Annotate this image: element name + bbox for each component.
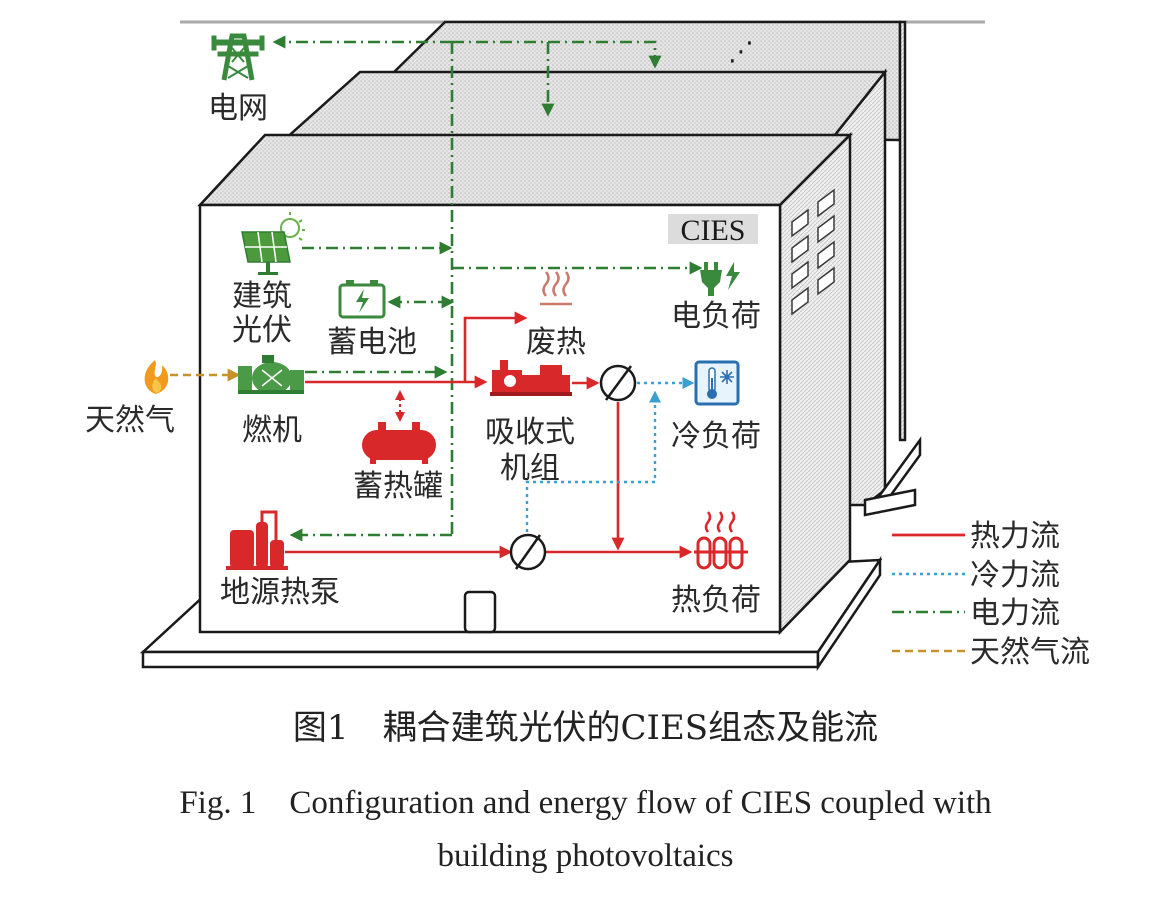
grid-label: 电网 xyxy=(208,91,268,126)
flame-icon xyxy=(144,360,169,394)
waste-heat-label: 废热 xyxy=(526,325,586,360)
valve-ground xyxy=(509,533,547,571)
legend-heat-label: 热力流 xyxy=(970,519,1060,554)
solar-panel-icon xyxy=(241,212,305,275)
heat-load-icon xyxy=(694,511,748,570)
battery-label: 蓄电池 xyxy=(327,325,417,360)
gas-label: 天然气 xyxy=(85,403,175,438)
electric-load-icon xyxy=(700,262,740,296)
heat-storage-label: 蓄热罐 xyxy=(353,469,443,504)
pv-label-line1: 建筑 xyxy=(232,279,292,314)
cold-load-label: 冷负荷 xyxy=(671,419,761,454)
ground-pump-label: 地源热泵 xyxy=(220,575,340,610)
electric-flows xyxy=(272,35,703,542)
grid-tower-icon xyxy=(211,33,265,81)
heat-flows xyxy=(285,311,693,559)
absorption-label-line1: 吸收式 xyxy=(485,415,575,450)
caption-cn: 图1 耦合建筑光伏的CIES组态及能流 xyxy=(292,708,879,748)
cold-flows xyxy=(525,377,695,532)
absorption-label-line2: 机组 xyxy=(500,451,560,486)
cold-load-icon xyxy=(694,360,740,406)
legend-gas-label: 天然气流 xyxy=(970,635,1090,670)
electric-load-label: 电负荷 xyxy=(671,299,761,334)
door xyxy=(463,590,497,634)
turbine-label: 燃机 xyxy=(242,413,302,448)
valve-absorption xyxy=(599,364,637,402)
cies-tag: CIES xyxy=(680,214,745,247)
legend-electric-label: 电力流 xyxy=(970,596,1060,631)
more-buildings-marker: ⋰ xyxy=(728,37,754,67)
ground-heat-pump-icon xyxy=(226,510,288,570)
battery-icon xyxy=(338,280,386,319)
legend-cold-label: 冷力流 xyxy=(970,558,1060,593)
heat-storage-tank-icon xyxy=(362,422,436,464)
legend: 热力流 冷力流 电力流 天然气流 xyxy=(892,519,1090,670)
cies-tag-bg xyxy=(668,214,758,244)
main-building xyxy=(197,131,854,636)
caption-en-line1: Fig. 1 Configuration and energy flow of … xyxy=(179,785,992,821)
absorption-chiller-icon xyxy=(490,360,572,396)
waste-heat-icon xyxy=(540,271,572,306)
cies-diagram: ⋰ CIES xyxy=(85,20,1090,672)
caption-en-line2: building photovoltaics xyxy=(437,838,734,874)
heat-load-label: 热负荷 xyxy=(671,583,761,618)
gas-turbine-icon xyxy=(238,355,304,394)
side-windows xyxy=(791,188,835,316)
pv-label-line2: 光伏 xyxy=(232,313,292,348)
